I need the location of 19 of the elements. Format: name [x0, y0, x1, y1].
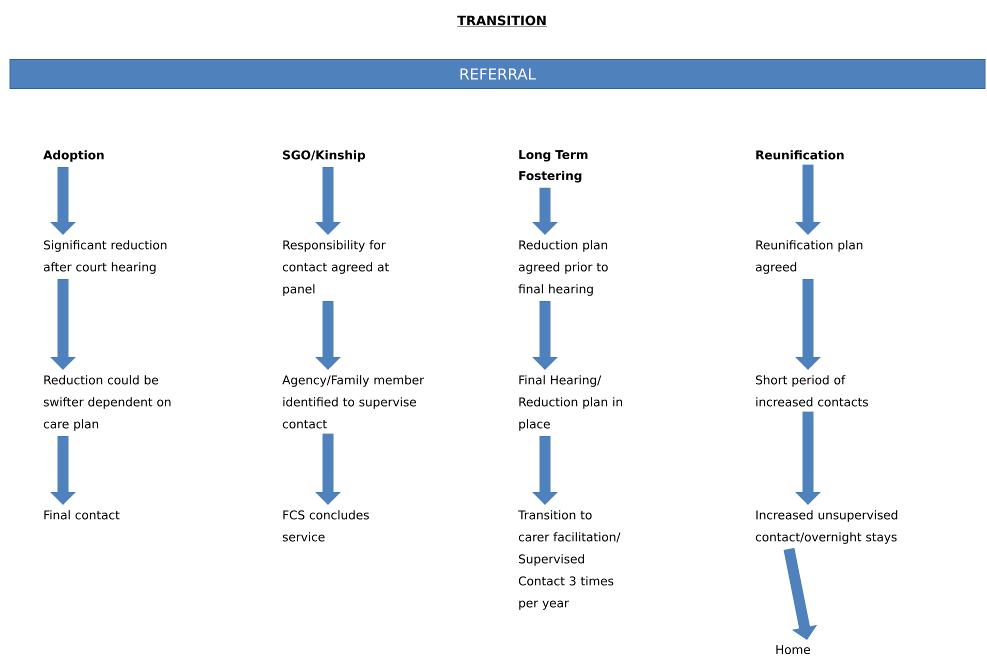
step-text: Transition to carer facilitation/ Supervised Contact 3 times per year [518, 510, 620, 610]
step-text: Short period of increased contacts [756, 375, 868, 406]
step-text: Agency/Family member identified to supervise contact [282, 375, 424, 428]
step-text: Reduction could be swifter dependent on care plan [44, 375, 170, 431]
column-heading: Adoption [43, 150, 104, 162]
step-text: Reduction plan agreed prior to final hearing [518, 240, 608, 296]
step-text: Reunification plan agreed [756, 240, 862, 274]
step-text: Responsibility for contact agreed at panel [282, 240, 389, 296]
step-text: Final Hearing/ Reduction plan in place [519, 375, 622, 431]
column-heading: SGO/Kinship [283, 150, 366, 162]
step-text: FCS concludes service [282, 510, 369, 542]
step-text: Final contact [44, 510, 120, 520]
column-heading: Long Term Fostering [519, 150, 588, 183]
step-text: Home [776, 645, 810, 654]
title: TRANSITION [456, 16, 548, 27]
step-text: Significant reduction after court hearing [44, 240, 166, 274]
column-heading: Reunification [756, 150, 844, 160]
banner-bar: REFERRAL [10, 58, 986, 89]
step-text: Increased unsupervised contact/overnight stays [756, 510, 898, 544]
